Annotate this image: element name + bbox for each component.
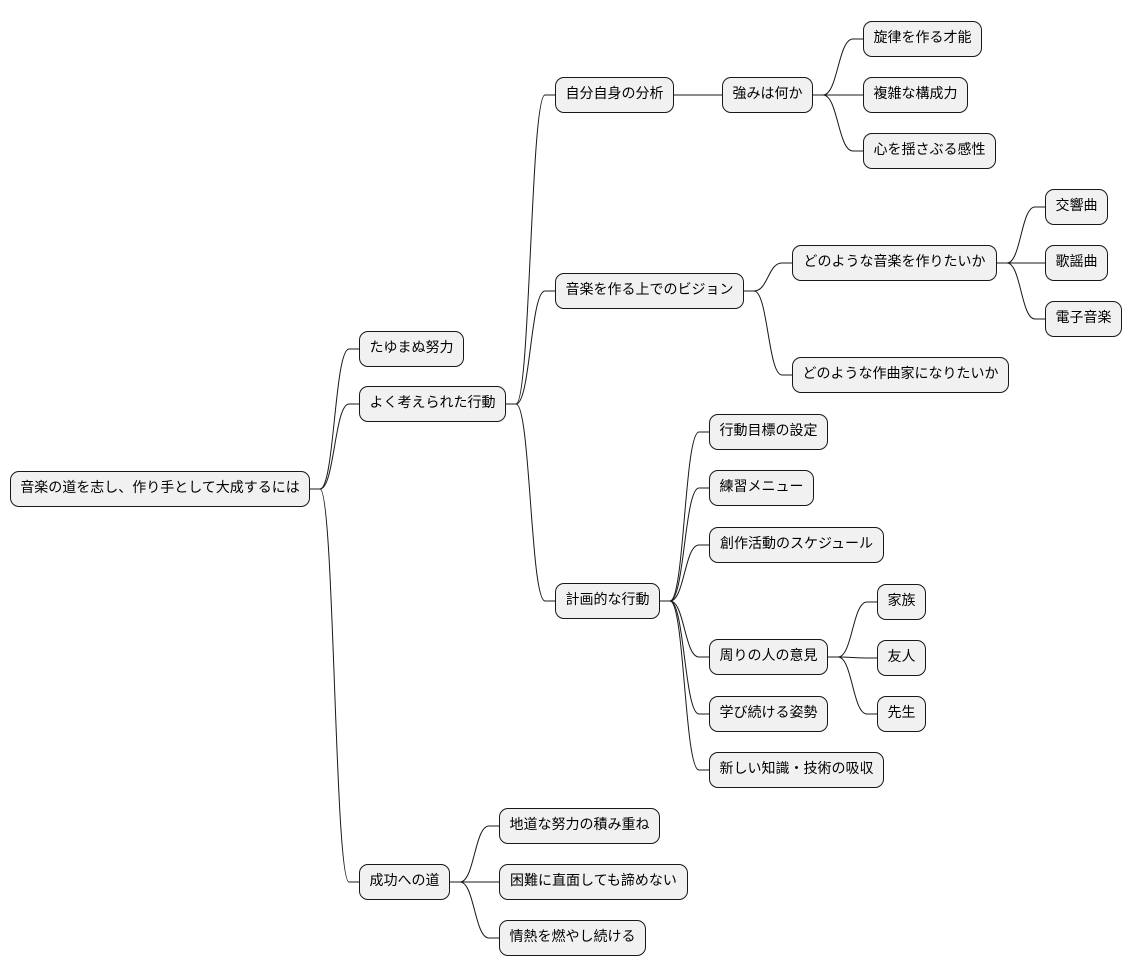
- node-planned-action: 計画的な行動: [555, 583, 660, 619]
- edge-success-steady: [450, 825, 499, 883]
- edge-strength-emotion: [813, 94, 863, 152]
- edge-success-passion: [450, 881, 499, 939]
- node-what-composer: どのような作曲家になりたいか: [792, 357, 1009, 393]
- node-continuous-effort: たゆまぬ努力: [359, 331, 464, 367]
- edge-vision-vcomposer: [744, 290, 792, 376]
- node-self-analysis: 自分自身の分析: [555, 77, 674, 113]
- edge-vmusic-electronic: [997, 262, 1045, 320]
- edge-action-self: [506, 94, 555, 405]
- node-what-music: どのような音楽を作りたいか: [792, 245, 997, 281]
- node-electronic-music: 電子音楽: [1045, 301, 1122, 337]
- edge-opinions-teacher: [828, 656, 877, 715]
- edge-planned-practice: [660, 487, 709, 602]
- edge-planned-opinions: [660, 600, 709, 658]
- node-strengths: 強みは何か: [722, 77, 813, 113]
- node-steady-effort: 地道な努力の積み重ね: [499, 808, 660, 844]
- node-teacher: 先生: [877, 696, 926, 732]
- node-popular-song: 歌謡曲: [1045, 245, 1108, 281]
- node-vision: 音楽を作る上でのビジョン: [555, 273, 744, 309]
- node-creative-schedule: 創作活動のスケジュール: [709, 527, 884, 563]
- edge-action-planned: [506, 403, 555, 602]
- node-well-considered-action: よく考えられた行動: [359, 386, 506, 422]
- node-complex-structure: 複雑な構成力: [863, 77, 968, 113]
- node-friends: 友人: [877, 640, 926, 676]
- node-others-opinions: 周りの人の意見: [709, 639, 828, 675]
- node-keep-passion: 情熱を燃やし続ける: [499, 920, 646, 956]
- node-melody-talent: 旋律を作る才能: [863, 21, 982, 57]
- node-absorb-knowledge: 新しい知識・技術の吸収: [709, 752, 884, 788]
- node-action-goals: 行動目標の設定: [709, 414, 828, 450]
- edge-action-vision: [506, 290, 555, 405]
- node-keep-learning: 学び続ける姿勢: [709, 696, 828, 732]
- node-never-give-up: 困難に直面しても諦めない: [499, 864, 688, 900]
- root-node: 音楽の道を志し、作り手として大成するには: [10, 471, 310, 507]
- node-practice-menu: 練習メニュー: [709, 470, 814, 506]
- node-moving-sensibility: 心を揺さぶる感性: [863, 133, 996, 169]
- edge-root-success: [310, 488, 359, 883]
- edge-opinions-family: [828, 601, 877, 658]
- edge-planned-knowledge: [660, 600, 709, 771]
- edge-planned-goals: [660, 431, 709, 602]
- edge-vmusic-symphony: [997, 206, 1045, 264]
- edge-strength-melody: [813, 38, 863, 96]
- node-symphony: 交響曲: [1045, 189, 1108, 225]
- node-road-to-success: 成功への道: [359, 864, 450, 900]
- edge-planned-schedule: [660, 544, 709, 602]
- edge-root-effort: [310, 348, 359, 490]
- node-family: 家族: [877, 584, 926, 620]
- edge-vision-vmusic: [744, 262, 792, 292]
- edge-root-action: [310, 403, 359, 490]
